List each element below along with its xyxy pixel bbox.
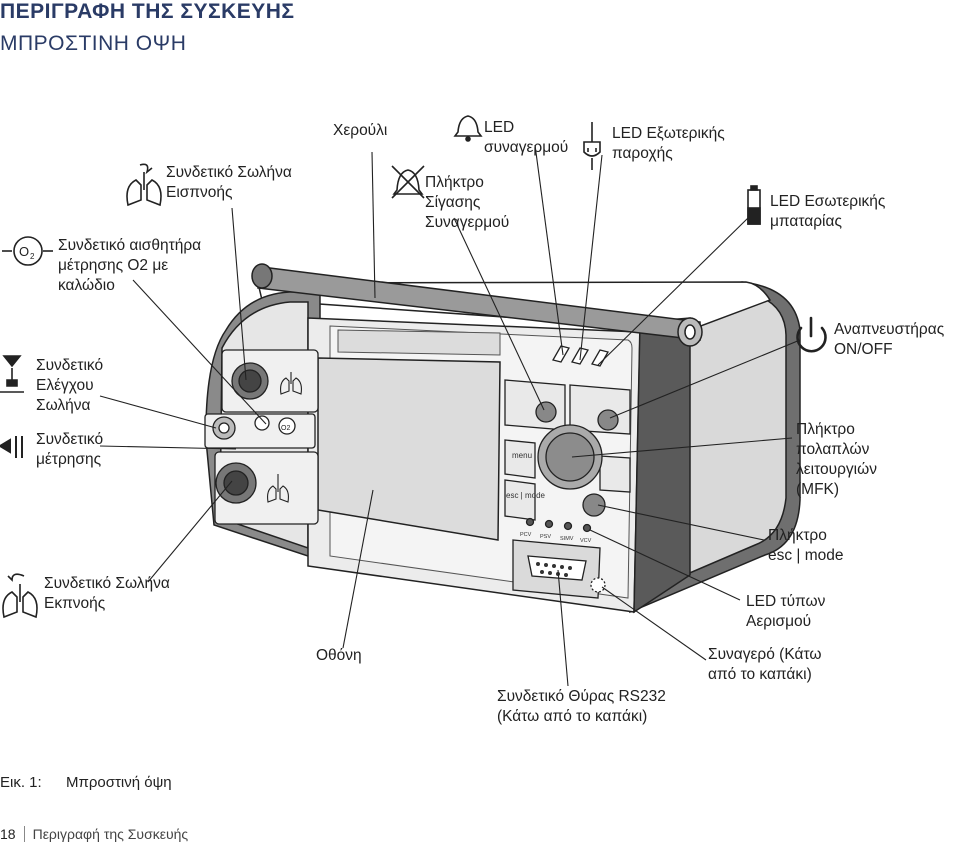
- hose-control-icon: [0, 355, 24, 393]
- mode-led-label-vcv: VCV: [580, 538, 592, 544]
- device-esc-label: esc | mode: [506, 491, 546, 500]
- panel-exhale-lungs-icon: [267, 474, 289, 503]
- connector-panel: [204, 349, 319, 525]
- mute-bell-icon: [391, 165, 425, 199]
- footer-section-title: Περιγραφή της Συσκευής: [32, 826, 189, 842]
- footer-divider: [23, 826, 25, 842]
- lungs-exhale-icon: [2, 573, 38, 619]
- label-rs232-port: Συνδετικό Θύρας RS232(Κάτω από το καπάκι…: [497, 688, 666, 725]
- figure-caption-text: Μπροστινή όψη: [66, 774, 172, 791]
- svg-text:2: 2: [30, 252, 35, 261]
- lungs-inhale-icon: [126, 163, 162, 207]
- external-power-plug-icon: [583, 122, 601, 170]
- figure-number: Εικ. 1:: [0, 774, 42, 791]
- o2-sensor-icon: O 2: [2, 236, 53, 266]
- device-menu-label: menu: [512, 451, 532, 460]
- page-footer: 18 Περιγραφή της Συσκευής: [0, 826, 188, 842]
- control-buttons: [504, 345, 631, 599]
- page-number: 18: [0, 826, 16, 842]
- mode-led-label-psv: PSV: [540, 534, 551, 540]
- power-icon: [796, 316, 827, 353]
- panel-o2-icon: O2: [281, 425, 290, 432]
- leader-lines: [99, 144, 801, 687]
- alarm-bell-icon: [453, 115, 483, 142]
- panel-inhale-lungs-icon: [280, 372, 302, 395]
- measurement-connector-icon: [0, 436, 23, 458]
- page-title: ΠΕΡΙΓΡΑΦΗ ΤΗΣ ΣΥΣΚΕΥΗΣ: [0, 0, 295, 23]
- page-subtitle: ΜΠΡΟΣΤΙΝΗ ΟΨΗ: [0, 32, 187, 55]
- svg-text:O: O: [19, 244, 29, 259]
- battery-icon: [747, 185, 761, 225]
- label-handle: Χερούλι: [333, 122, 388, 139]
- mode-led-label-pcv: PCV: [520, 532, 532, 538]
- figure-caption: Εικ. 1: Μπροστινή όψη: [0, 774, 300, 794]
- label-screen: Οθόνη: [316, 647, 362, 664]
- mode-led-label-simv: SIMV: [560, 536, 574, 542]
